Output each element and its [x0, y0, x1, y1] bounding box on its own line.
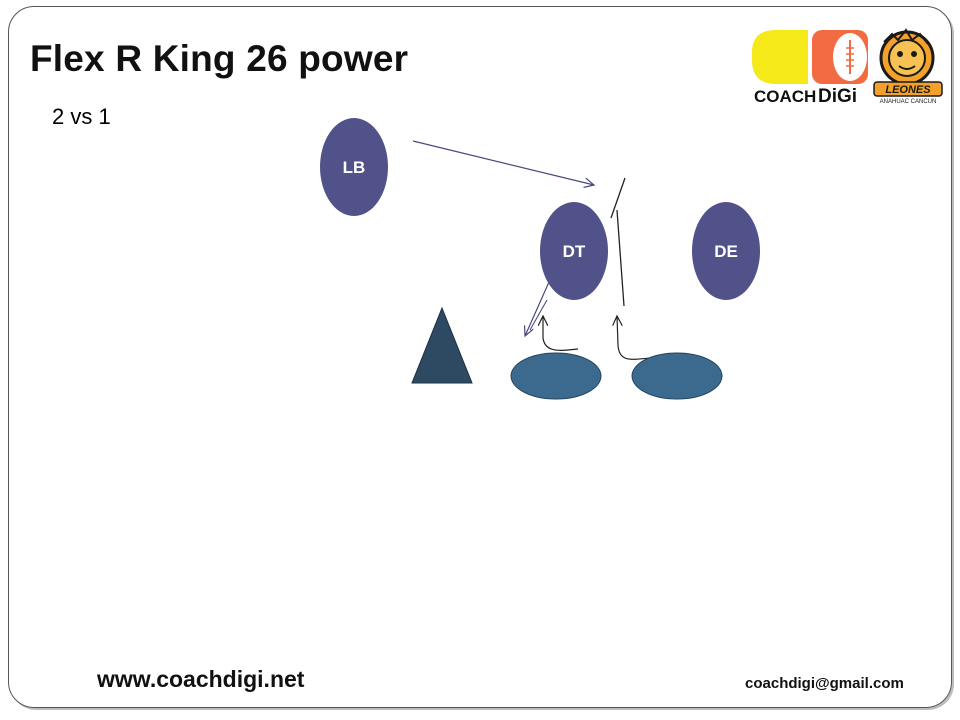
coachdigi-logo-text-left: COACH: [754, 87, 816, 106]
leones-logo-subtext: ANAHUAC CANCUN: [880, 99, 937, 105]
dt-player[interactable]: [540, 202, 608, 300]
block-arrow-left: [543, 316, 579, 351]
lb-route-arrow: [412, 140, 594, 185]
block-arrow-right: [617, 316, 651, 360]
leones-logo-text: LEONES: [885, 84, 931, 96]
coachdigi-logo: COACH DiGi: [752, 30, 868, 107]
offensive-lineman-right[interactable]: [631, 352, 723, 400]
page-title: Flex R King 26 power: [30, 38, 409, 79]
leones-logo: LEONES ANAHUAC CANCUN: [873, 28, 943, 105]
website-link[interactable]: www.coachdigi.net: [97, 666, 305, 692]
email-link[interactable]: coachdigi@gmail.com: [745, 675, 904, 692]
subtitle: 2 vs 1: [52, 104, 111, 129]
offensive-lineman-left[interactable]: [510, 352, 602, 400]
dt-move-arrow: [525, 281, 550, 336]
dt-label: DT: [563, 242, 586, 261]
triangle-player[interactable]: [411, 306, 473, 384]
block-line-top: [610, 177, 626, 219]
block-line-vertical: [616, 209, 625, 307]
lb-label: LB: [343, 158, 366, 177]
coachdigi-logo-text-right: DiGi: [818, 86, 857, 107]
slide-frame: [8, 6, 952, 708]
de-player[interactable]: [692, 202, 760, 300]
de-label: DE: [714, 242, 738, 261]
lb-player[interactable]: [320, 118, 388, 216]
